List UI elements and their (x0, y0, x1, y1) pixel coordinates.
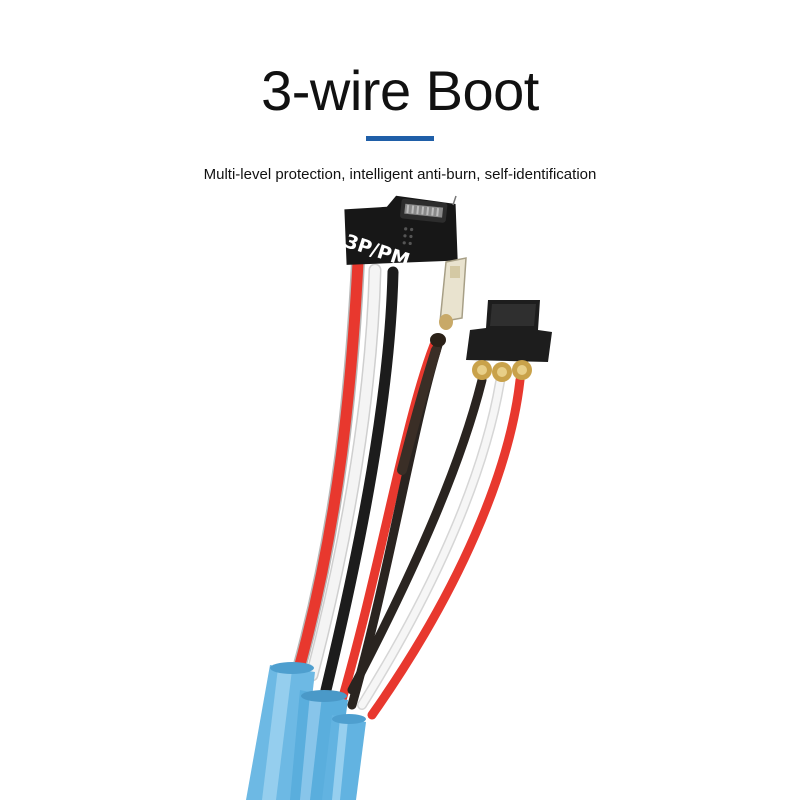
white-wire (307, 265, 380, 680)
page-title: 3-wire Boot (261, 59, 539, 122)
left-wire-bundle (291, 255, 399, 696)
red-wire (292, 256, 364, 678)
clip-connector (430, 257, 467, 347)
gold-pin (512, 360, 532, 380)
gold-pin (492, 362, 512, 382)
cable-photo: 3P/PM (246, 195, 552, 800)
flex-board-connector: 3P/PM (342, 195, 458, 272)
page-subtitle: Multi-level protection, intelligent anti… (203, 166, 597, 183)
blue-sleeves (246, 662, 366, 800)
three-pin-connector (466, 300, 552, 382)
right-wire-bundle (347, 375, 525, 720)
black-wire (320, 266, 399, 696)
middle-wire-pair (337, 340, 443, 710)
gold-pin (472, 360, 492, 380)
title-underline (366, 136, 434, 141)
